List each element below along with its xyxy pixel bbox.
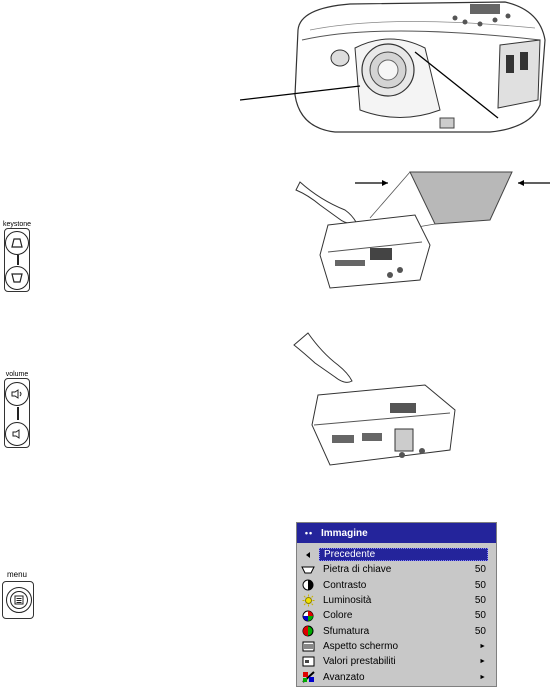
keystone-icon <box>297 565 319 575</box>
osd-item-label: Valori prestabiliti <box>319 656 460 667</box>
keystone-down-icon <box>11 273 23 283</box>
osd-item-label: Contrasto <box>319 580 460 591</box>
osd-item-label: Avanzato <box>319 672 460 683</box>
osd-item-label: Precedente <box>319 548 488 561</box>
color-icon <box>297 610 319 622</box>
submenu-arrow-icon: ► <box>460 643 496 650</box>
osd-item-precedente[interactable]: Precedente <box>297 547 496 562</box>
osd-item-aspetto-schermo[interactable]: Aspetto schermo ► <box>297 639 496 654</box>
osd-item-sfumatura[interactable]: Sfumatura 50 <box>297 623 496 638</box>
speaker-up-icon <box>11 389 23 399</box>
menu-button-panel <box>2 581 34 619</box>
keystone-down-button[interactable] <box>5 266 29 290</box>
osd-item-value: 50 <box>460 595 496 606</box>
left-arrow-icon <box>297 551 319 559</box>
osd-item-value: 50 <box>460 626 496 637</box>
keystone-button-panel <box>4 228 30 292</box>
osd-item-value: 50 <box>460 610 496 621</box>
osd-item-label: Luminosità <box>319 595 460 606</box>
osd-item-contrasto[interactable]: Contrasto 50 <box>297 578 496 593</box>
osd-item-avanzato[interactable]: Avanzato ► <box>297 669 496 684</box>
keystone-up-button[interactable] <box>5 231 29 255</box>
projector-lens-illustration <box>240 0 553 140</box>
osd-item-colore[interactable]: Colore 50 <box>297 608 496 623</box>
osd-item-value: 50 <box>460 580 496 591</box>
volume-button-panel <box>4 378 30 448</box>
osd-title: Immagine <box>321 528 368 539</box>
menu-button[interactable] <box>6 587 32 613</box>
volume-down-button[interactable] <box>5 422 29 446</box>
osd-title-dots: •• <box>297 528 321 538</box>
osd-item-label: Colore <box>319 610 460 621</box>
osd-item-label: Sfumatura <box>319 626 460 637</box>
keystone-label: keystone <box>2 221 32 228</box>
keystone-up-icon <box>11 238 23 248</box>
advanced-icon <box>297 671 319 683</box>
osd-picture-menu: •• Immagine Precedente Pietra di chiave … <box>296 522 497 687</box>
brightness-icon <box>297 594 319 607</box>
volume-up-button[interactable] <box>5 382 29 406</box>
menu-label: menu <box>0 570 34 579</box>
contrast-icon <box>297 579 319 591</box>
tint-icon <box>297 625 319 637</box>
volume-label: volume <box>2 371 32 378</box>
speaker-down-icon <box>11 429 23 439</box>
osd-item-value: 50 <box>460 564 496 575</box>
presets-icon <box>297 656 319 667</box>
osd-item-valori-prestabiliti[interactable]: Valori prestabiliti ► <box>297 654 496 669</box>
keystone-adjust-illustration <box>290 160 553 305</box>
submenu-arrow-icon: ► <box>460 658 496 665</box>
osd-title-bar: •• Immagine <box>297 523 496 543</box>
submenu-arrow-icon: ► <box>460 674 496 681</box>
osd-item-label: Aspetto schermo <box>319 641 460 652</box>
osd-item-luminosita[interactable]: Luminosità 50 <box>297 593 496 608</box>
osd-item-label: Pietra di chiave <box>319 564 460 575</box>
aspect-ratio-icon <box>297 641 319 652</box>
menu-icon <box>14 595 24 605</box>
volume-adjust-illustration <box>290 325 470 470</box>
osd-item-pietra-di-chiave[interactable]: Pietra di chiave 50 <box>297 562 496 577</box>
